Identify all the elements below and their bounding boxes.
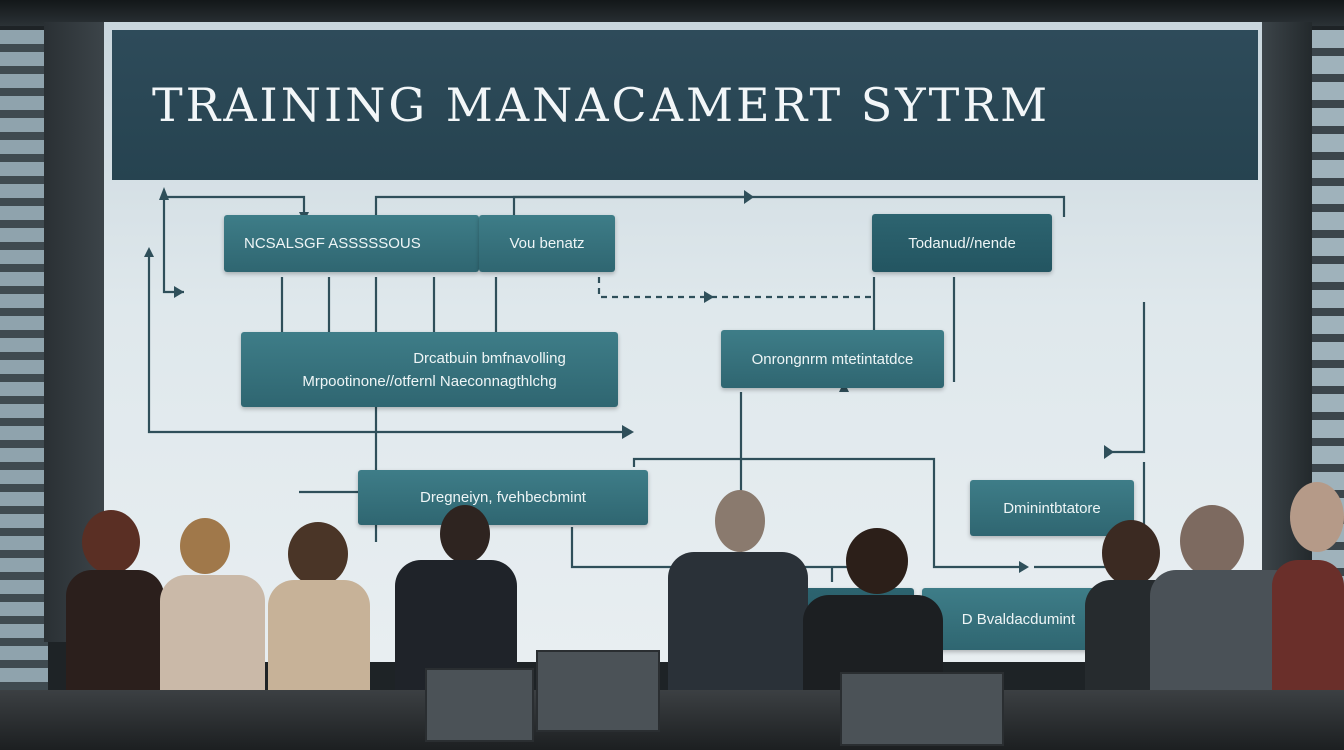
title-bar: TRAINING MANACAMERT SYTRM: [112, 30, 1258, 180]
ceiling: [0, 0, 1344, 26]
laptop-1: [536, 650, 660, 732]
box-onrongnrm: Onrongnrm mtetintatdce: [721, 330, 944, 388]
box-fragment: UU O: [804, 588, 914, 650]
box-bvaldacdumint: D Bvaldacdumint: [922, 588, 1115, 650]
screen-title: TRAINING MANACAMERT SYTRM: [152, 78, 1051, 132]
box-todanud: Todanud//nende: [872, 214, 1052, 272]
laptop-2: [425, 668, 534, 742]
window-left: [0, 30, 48, 750]
pillar-right: [1262, 22, 1312, 642]
box-dregneiyn: Dregneiyn, fvehbecbmint: [358, 470, 648, 525]
box-drcatbuin: Drcatbuin bmfnavolling: [413, 349, 566, 367]
box-dminintbtator: Dminintbtatore: [970, 480, 1134, 536]
box-mpootinone-group: Drcatbuin bmfnavolling Mrpootinone//otfe…: [241, 332, 618, 407]
box-ncsalsgf: NCSALSGF ASSSSSOUS: [224, 215, 479, 272]
conference-table: [0, 690, 1344, 750]
pillar-left: [44, 22, 104, 642]
box-vou-benatz: Vou benatz: [479, 215, 615, 272]
box-mpootinone: Mrpootinone//otfernl Naeconnagthlchg: [302, 372, 557, 390]
projection-screen: TRAINING MANACAMERT SYTRM: [104, 22, 1262, 662]
laptop-3: [840, 672, 1004, 746]
